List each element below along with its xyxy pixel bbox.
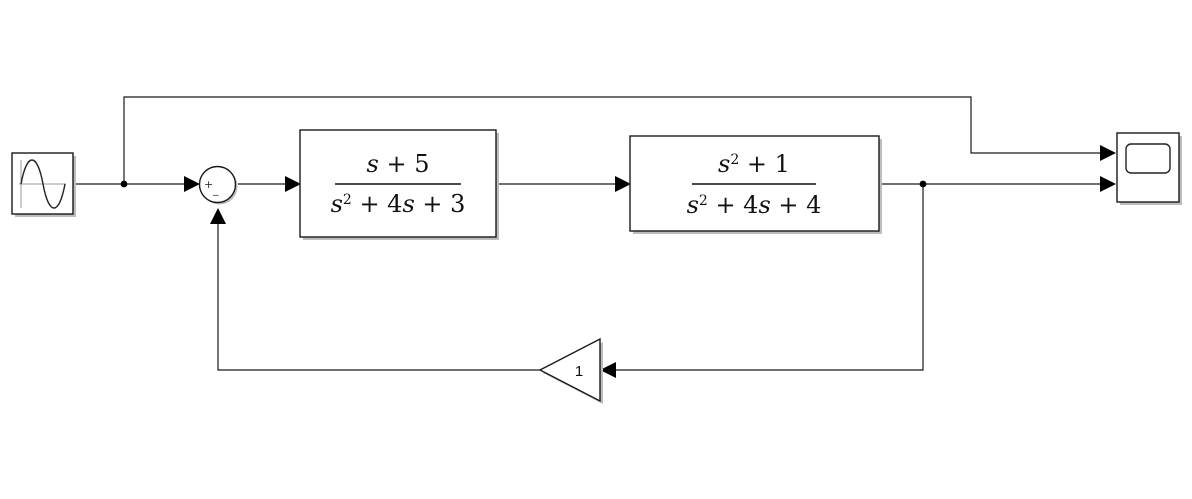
sine-wave-source-block[interactable] xyxy=(11,152,76,217)
poly-term: s xyxy=(758,191,770,219)
arrowhead-scope-input-1 xyxy=(1100,145,1116,161)
arrowhead-sum-minus xyxy=(210,208,226,224)
sine-wave-icon xyxy=(19,159,66,209)
wire-branch-to-scope-input-1[interactable] xyxy=(123,96,1102,184)
arrowhead-tf2-input xyxy=(615,176,631,192)
wire-branch-to-gain[interactable] xyxy=(616,184,924,371)
wire-gain-to-sum[interactable] xyxy=(217,222,540,371)
sum-plus-sign: + xyxy=(204,178,213,191)
tf2-numerator: s2 + 1 xyxy=(718,150,790,178)
scope-block[interactable] xyxy=(1116,132,1182,205)
transfer-fcn-2-block[interactable]: s2 + 1 s2 + 4s + 4 xyxy=(629,135,882,234)
tf1-denominator: s2 + 4s + 3 xyxy=(331,190,466,218)
poly-term: 2 xyxy=(730,152,739,168)
poly-term: s xyxy=(402,190,414,218)
tf2-denominator: s2 + 4s + 4 xyxy=(687,191,822,219)
poly-term: s xyxy=(718,150,730,178)
arrowhead-gain-input xyxy=(600,362,616,378)
sum-minus-sign: _ xyxy=(212,183,219,196)
wire-arrowheads xyxy=(184,145,1116,378)
poly-term: 2 xyxy=(343,192,352,208)
sum-block[interactable]: + _ xyxy=(198,165,238,205)
gain-value: 1 xyxy=(575,363,583,380)
poly-term: + 4 xyxy=(771,191,822,219)
poly-term: s xyxy=(331,190,343,218)
poly-term: + 4 xyxy=(352,190,403,218)
branch-point-output[interactable] xyxy=(919,180,927,188)
arrowhead-sum-plus xyxy=(184,176,200,192)
poly-term: s xyxy=(687,191,699,219)
poly-term: + 5 xyxy=(379,150,430,178)
poly-term: 2 xyxy=(699,193,708,209)
signal-wires xyxy=(74,96,1102,371)
poly-term: s xyxy=(367,150,379,178)
transfer-fcn-1-block[interactable]: s + 5 s2 + 4s + 3 xyxy=(299,129,499,240)
branch-point-input[interactable] xyxy=(120,180,128,188)
arrowhead-scope-input-2 xyxy=(1100,176,1116,192)
poly-term: + 3 xyxy=(415,190,466,218)
gain-block[interactable]: 1 xyxy=(538,337,603,404)
poly-term: + 4 xyxy=(708,191,759,219)
tf1-numerator: s + 5 xyxy=(367,150,430,178)
poly-term: + 1 xyxy=(739,150,790,178)
scope-screen-icon xyxy=(1125,143,1171,174)
arrowhead-tf1-input xyxy=(285,176,301,192)
